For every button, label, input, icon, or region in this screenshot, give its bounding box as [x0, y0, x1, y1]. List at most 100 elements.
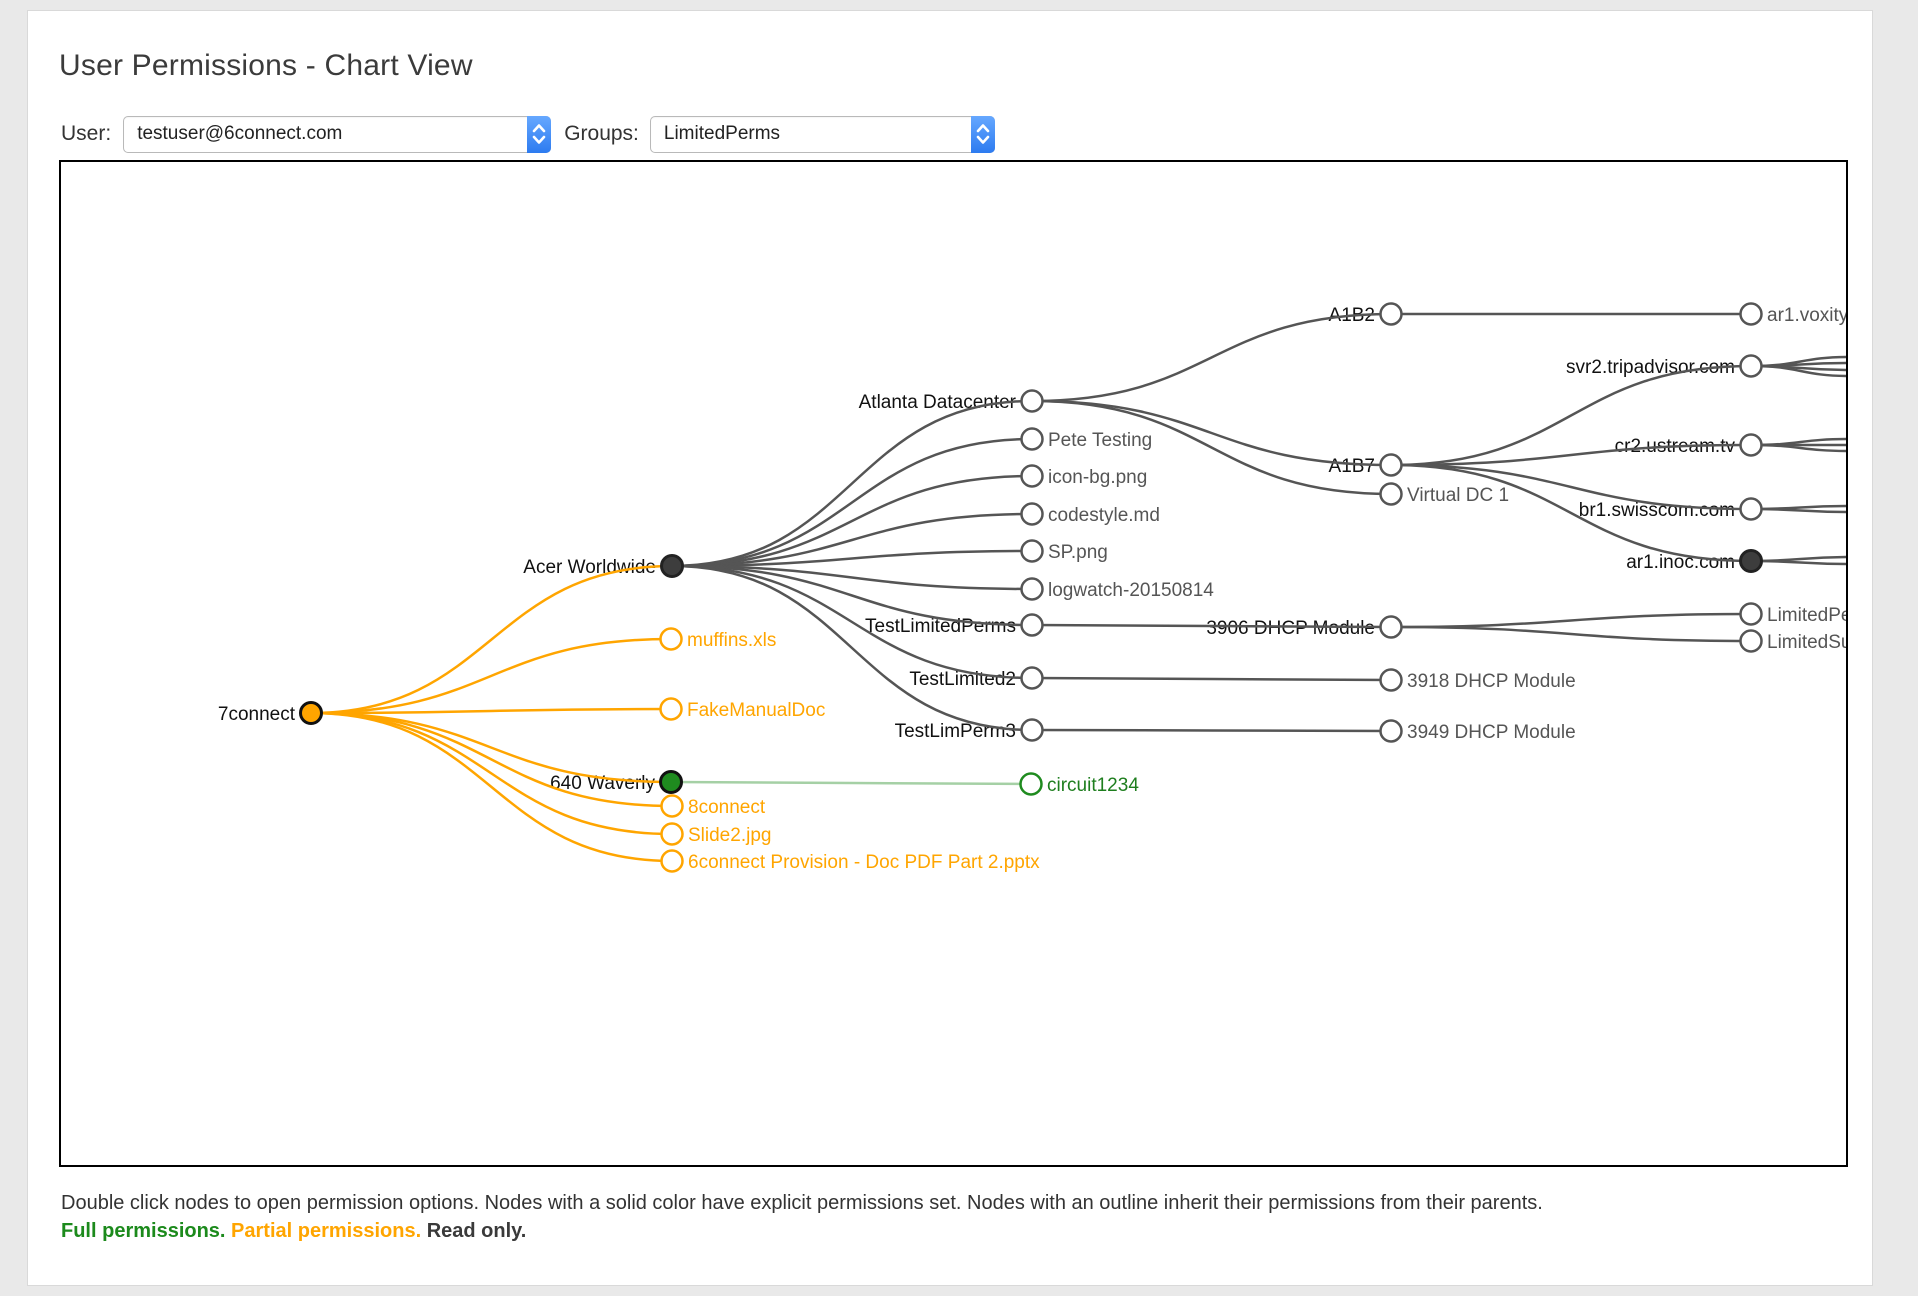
tree-node-a1b2[interactable]	[1379, 302, 1403, 326]
tree-link	[671, 474, 1033, 568]
legend-color-key: Full permissions. Partial permissions. R…	[61, 1220, 1543, 1243]
tree-node-testlimperm3[interactable]	[1020, 718, 1044, 742]
node-label-sppng: SP.png	[1048, 542, 1108, 563]
node-label-slide2: Slide2.jpg	[688, 825, 771, 846]
node-label-a1b7: A1B7	[1329, 456, 1375, 477]
user-select[interactable]: testuser@6connect.com	[123, 115, 552, 153]
node-label-testlimitedperms: TestLimitedPerms	[865, 616, 1016, 637]
tree-node-testlimited2[interactable]	[1020, 666, 1044, 690]
tree-node-acer[interactable]	[660, 554, 684, 578]
node-label-virtualdc: Virtual DC 1	[1407, 485, 1509, 506]
node-label-svr2: svr2.tripadvisor.com	[1566, 357, 1735, 378]
controls-bar: User: testuser@6connect.com Groups: Limi…	[61, 115, 995, 153]
user-label: User:	[61, 122, 112, 145]
node-label-testlimperm3: TestLimPerm3	[895, 721, 1016, 742]
groups-select[interactable]: LimitedPerms	[649, 115, 995, 153]
tree-node-testlimitedperms[interactable]	[1020, 613, 1044, 637]
tree-node-inoc[interactable]	[1739, 549, 1763, 573]
tree-link	[310, 564, 673, 715]
tree-node-provision[interactable]	[660, 849, 684, 873]
tree-link	[671, 512, 1033, 568]
tree-node-svr2[interactable]	[1739, 354, 1763, 378]
node-label-limiteds: LimitedSu	[1767, 632, 1846, 653]
tree-node-a1b7[interactable]	[1379, 453, 1403, 477]
tree-node-atlanta[interactable]	[1020, 389, 1044, 413]
tree-link	[1031, 676, 1392, 682]
tree-link	[310, 707, 672, 715]
node-label-provision: 6connect Provision - Doc PDF Part 2.pptx	[688, 852, 1040, 873]
tree-node-logwatch[interactable]	[1020, 577, 1044, 601]
tree-node-limitedp[interactable]	[1739, 602, 1763, 626]
tree-node-slide2[interactable]	[660, 822, 684, 846]
tree-link	[310, 711, 673, 836]
tree-link	[1390, 443, 1752, 467]
node-label-muffins: muffins.xls	[687, 630, 776, 651]
tree-node-muffins[interactable]	[659, 627, 683, 651]
tree-link	[671, 564, 1033, 591]
node-label-8connect: 8connect	[688, 797, 766, 818]
tree-link	[310, 711, 673, 808]
tree-node-fakemanual[interactable]	[659, 697, 683, 721]
groups-select-value: LimitedPerms	[663, 123, 781, 144]
node-label-atlanta: Atlanta Datacenter	[859, 392, 1017, 413]
tree-node-cr2[interactable]	[1739, 433, 1763, 457]
groups-label: Groups:	[564, 122, 639, 145]
tree-link	[671, 399, 1033, 568]
node-label-inoc: ar1.inoc.com	[1626, 552, 1735, 573]
tree-link	[1390, 364, 1752, 467]
tree-node-dhcp3918[interactable]	[1379, 668, 1403, 692]
user-select-value: testuser@6connect.com	[137, 123, 343, 144]
node-label-dhcp3949: 3949 DHCP Module	[1407, 722, 1576, 743]
tree-link	[1390, 463, 1752, 511]
legend-full-permissions: Full permissions.	[61, 1220, 226, 1242]
node-label-iconbg: icon-bg.png	[1048, 467, 1147, 488]
tree-link	[1031, 728, 1392, 733]
tree-node-circuit[interactable]	[1019, 772, 1043, 796]
tree-node-iconbg[interactable]	[1020, 464, 1044, 488]
node-label-waverly: 640 Waverly	[550, 773, 655, 794]
tree-link-clipped	[1750, 443, 1846, 453]
up-down-chevrons-icon[interactable]	[970, 115, 995, 153]
tree-node-dhcp3906[interactable]	[1379, 615, 1403, 639]
node-label-br1: br1.swisscom.com	[1579, 500, 1735, 521]
tree-node-waverly[interactable]	[659, 770, 683, 794]
up-down-chevrons-icon[interactable]	[527, 115, 552, 153]
tree-link	[1390, 463, 1752, 563]
legend-partial-permissions: Partial permissions.	[231, 1220, 422, 1242]
tree-link-clipped	[1750, 559, 1846, 566]
tree-link	[1390, 612, 1752, 629]
tree-link	[670, 780, 1032, 786]
tree-node-sppng[interactable]	[1020, 539, 1044, 563]
tree-link	[1031, 623, 1392, 629]
tree-node-pete[interactable]	[1020, 427, 1044, 451]
tree-link	[310, 711, 672, 784]
node-label-dhcp3906: 3906 DHCP Module	[1206, 618, 1375, 639]
tree-node-dhcp3949[interactable]	[1379, 719, 1403, 743]
tree-link-clipped	[1750, 364, 1846, 378]
node-label-limitedp: LimitedPe	[1767, 605, 1846, 626]
tree-node-codestyle[interactable]	[1020, 502, 1044, 526]
tree-node-virtualdc[interactable]	[1379, 482, 1403, 506]
tree-node-8connect[interactable]	[660, 794, 684, 818]
node-label-codestyle: codestyle.md	[1048, 505, 1160, 526]
legend-help-text: Double click nodes to open permission op…	[61, 1192, 1543, 1214]
app-card: User Permissions - Chart View User: test…	[27, 10, 1873, 1286]
node-label-circuit: circuit1234	[1047, 775, 1139, 796]
tree-node-limiteds[interactable]	[1739, 629, 1763, 653]
tree-link	[671, 437, 1033, 568]
tree-link	[1031, 399, 1392, 496]
tree-node-br1[interactable]	[1739, 497, 1763, 521]
tree-link	[671, 564, 1033, 627]
legend-read-only: Read only.	[426, 1220, 527, 1242]
node-label-acer: Acer Worldwide	[523, 557, 656, 578]
tree-link	[671, 564, 1033, 680]
tree-node-voxit[interactable]	[1739, 302, 1763, 326]
tree-node-7connect[interactable]	[299, 701, 323, 725]
node-label-testlimited2: TestLimited2	[909, 669, 1016, 690]
tree-link	[310, 711, 673, 863]
tree-link	[671, 549, 1033, 568]
tree-link	[310, 637, 672, 715]
tree-link	[671, 564, 1033, 732]
tree-link-clipped	[1750, 507, 1846, 514]
